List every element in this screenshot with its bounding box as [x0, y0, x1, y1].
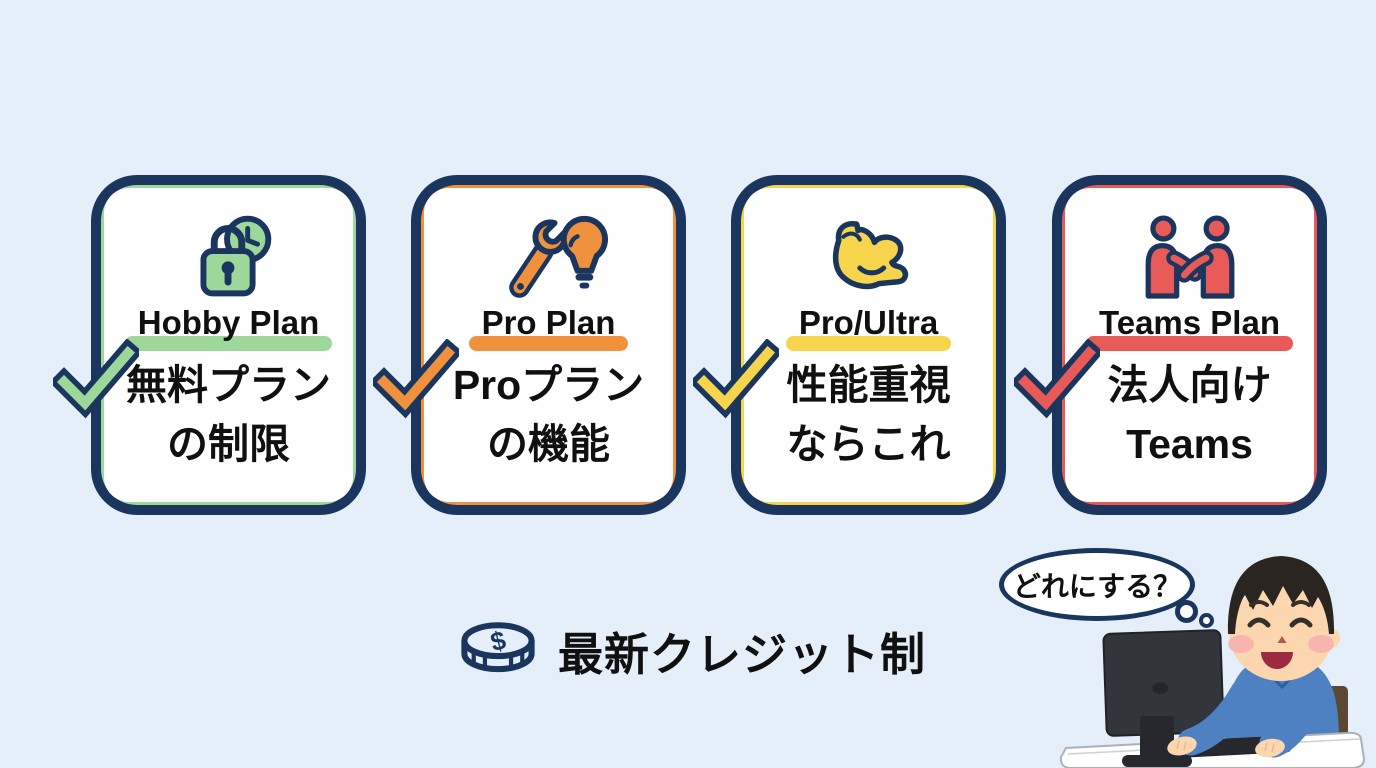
card-body: Hobby Plan 無料プラン の制限: [104, 188, 353, 502]
plan-title: Teams Plan: [1099, 304, 1280, 341]
card-body: Teams Plan 法人向け Teams: [1065, 188, 1314, 502]
flex-arm-icon: [814, 210, 924, 304]
plan-title: Pro Plan: [481, 304, 616, 341]
title-underline: [468, 336, 629, 351]
coin-dollar-symbol: $: [487, 625, 509, 658]
checkmark-icon: [373, 339, 459, 419]
thought-bubble-tail-dot: [1175, 600, 1198, 623]
plan-description: 性能重視 ならこれ: [786, 362, 951, 467]
card-body: Pro/Ultra 性能重視 ならこれ: [744, 188, 993, 502]
lock-clock-icon: [170, 210, 288, 304]
right-hand: [1255, 738, 1285, 758]
coin-icon: $: [461, 622, 535, 673]
plan-description: 無料プラン の制限: [126, 362, 331, 467]
credit-note: $ 最新クレジット制: [456, 614, 926, 686]
checkmark-icon: [1014, 339, 1100, 419]
plan-card-teams: Teams Plan 法人向け Teams: [1014, 175, 1327, 515]
plan-description: 法人向け Teams: [1107, 362, 1272, 467]
title-underline: [124, 336, 333, 351]
wrench-bulb-icon: [490, 210, 608, 304]
plan-title: Pro/Ultra: [798, 304, 939, 341]
thought-bubble-tail-dot: [1199, 613, 1214, 628]
plan-card-hobby: Hobby Plan 無料プラン の制限: [53, 175, 366, 515]
plan-description: Proプラン の機能: [452, 362, 645, 467]
left-arm: [1177, 678, 1258, 756]
left-hand: [1167, 736, 1197, 756]
hair: [1227, 556, 1335, 634]
handshake-icon: [1133, 210, 1247, 304]
thought-bubble: どれにする？: [999, 548, 1195, 621]
thought-bubble-text: どれにする？: [1012, 570, 1182, 602]
checkmark-icon: [693, 339, 779, 419]
plan-title: Hobby Plan: [137, 304, 320, 341]
monitor-stand: [1140, 716, 1174, 762]
person-head: [1227, 556, 1340, 681]
plan-card-pro: Pro Plan Proプラン の機能: [373, 175, 686, 515]
checkmark-icon: [53, 339, 139, 419]
credit-label: 最新クレジット制: [558, 628, 927, 680]
person-at-computer-illustration: [1059, 556, 1365, 768]
title-underline: [785, 336, 952, 351]
title-underline: [1086, 336, 1293, 351]
monitor-base: [1122, 755, 1192, 767]
card-body: Pro Plan Proプラン の機能: [424, 188, 673, 502]
plan-card-ultra: Pro/Ultra 性能重視 ならこれ: [693, 175, 1006, 515]
